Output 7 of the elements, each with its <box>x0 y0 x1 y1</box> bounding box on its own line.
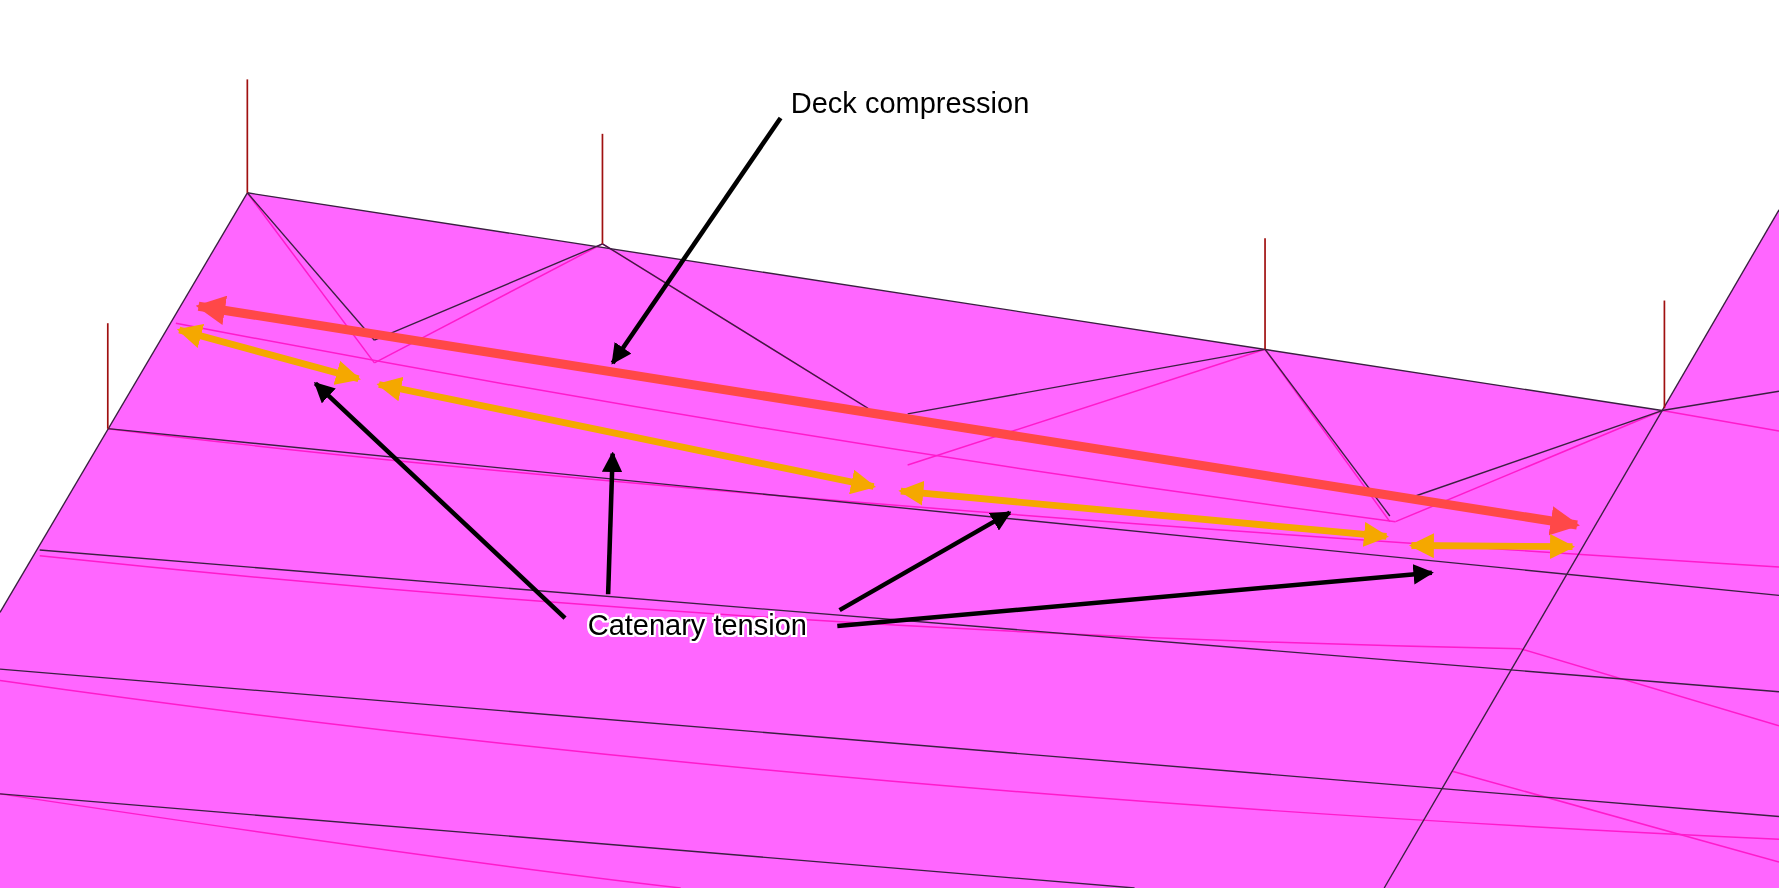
leader-line <box>837 564 1434 629</box>
leader-line <box>601 451 623 595</box>
leader-line <box>313 381 567 620</box>
callout-label: Deck compression <box>790 88 1030 121</box>
callout-label: Catenary tension <box>587 610 807 643</box>
leader-line <box>838 510 1012 613</box>
leader-line <box>610 116 783 365</box>
